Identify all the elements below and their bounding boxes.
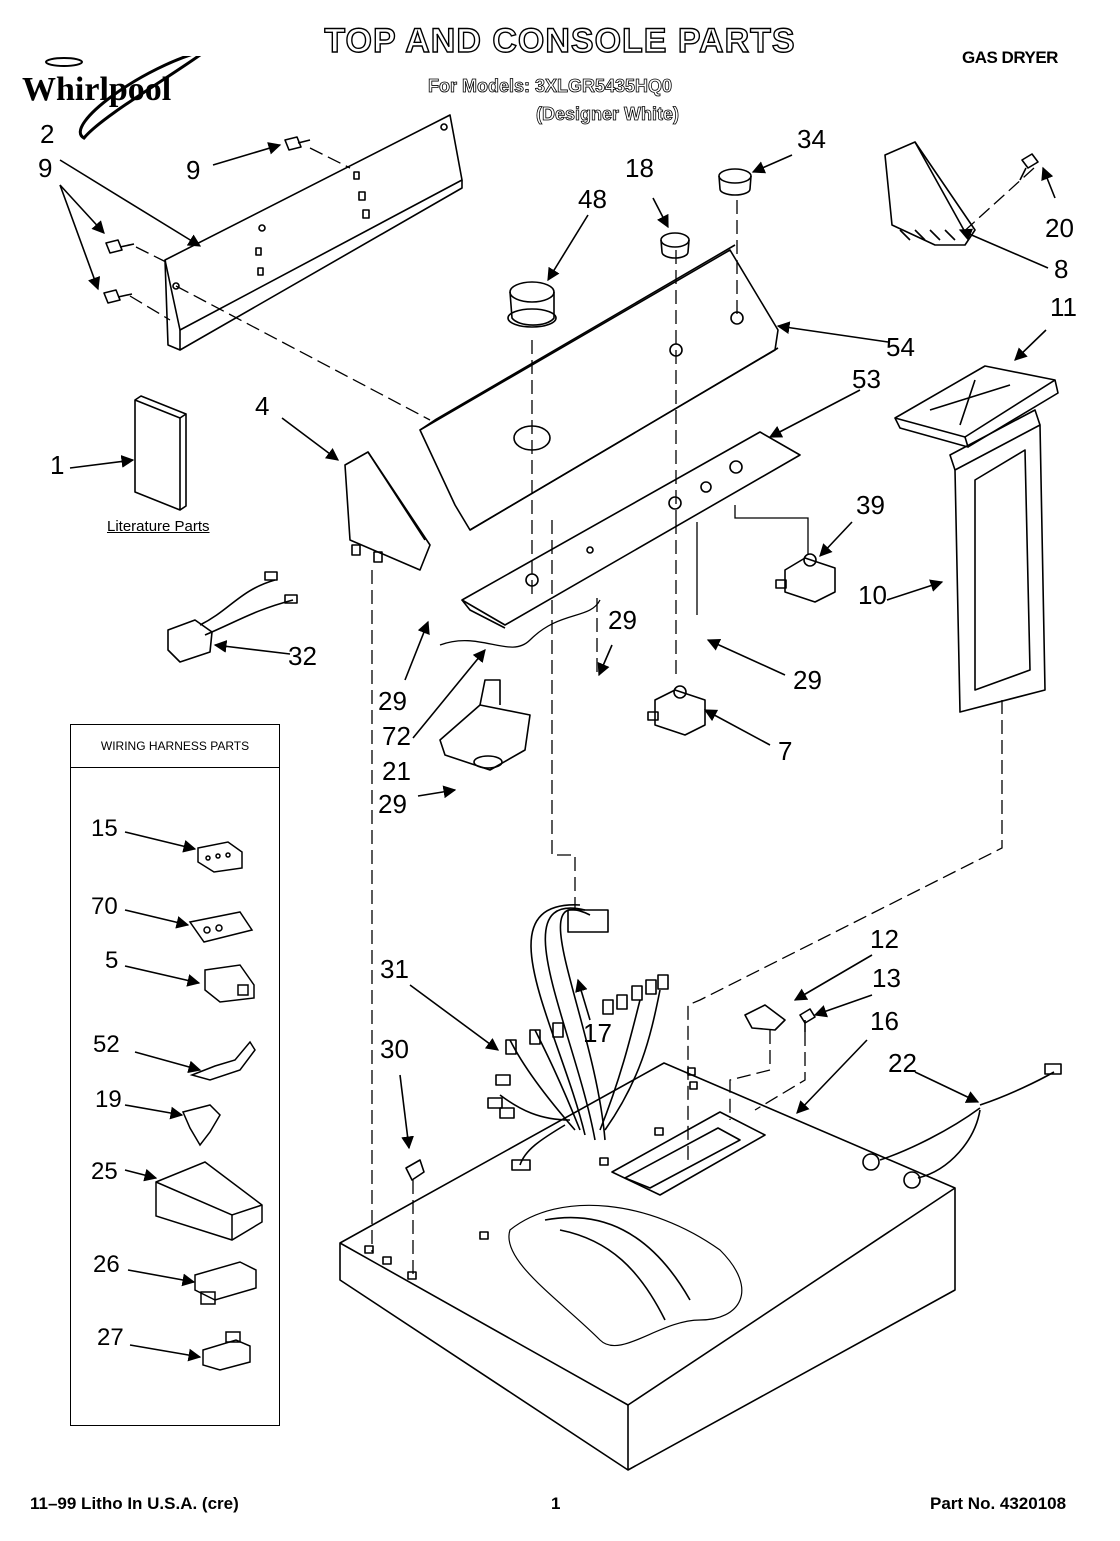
callout-32: 32 [288, 641, 317, 671]
page-number: 1 [551, 1494, 561, 1513]
lint-cover-11 [894, 365, 1059, 448]
callout-20: 20 [1045, 213, 1074, 243]
literature-parts-caption: Literature Parts [107, 518, 210, 535]
connector-5 [204, 964, 255, 1003]
callout-53: 53 [852, 364, 881, 394]
main-wire-harness [487, 904, 669, 1171]
clip-30 [405, 1159, 425, 1181]
callout-18: 18 [625, 153, 654, 183]
callout-34: 34 [797, 124, 826, 154]
callout-8: 8 [1054, 254, 1069, 284]
connector-25 [155, 1161, 263, 1241]
console-top [419, 244, 779, 531]
ground-wire-22 [862, 1063, 1062, 1189]
model-line: For Models: 3XLGR5435HQ0 [428, 76, 673, 97]
callout-29: 29 [378, 686, 407, 716]
callout-9: 9 [38, 153, 53, 183]
screw-20 [1019, 153, 1039, 181]
footer-print-info: 11–99 Litho In U.S.A. (cre) [30, 1494, 239, 1513]
callout-10: 10 [858, 580, 887, 610]
switch-39 [775, 553, 836, 603]
wiring-harness-title: WIRING HARNESS PARTS [71, 725, 279, 768]
callout-48: 48 [578, 184, 607, 214]
callout-5: 5 [105, 947, 119, 974]
knob-48 [507, 281, 557, 328]
callout-25: 25 [91, 1158, 118, 1185]
product-type: GAS DRYER [962, 48, 1058, 67]
callout-7: 7 [778, 736, 793, 766]
timer-21 [439, 679, 531, 771]
console-rail [461, 431, 801, 629]
callout-9: 9 [186, 155, 201, 185]
callout-54: 54 [886, 332, 915, 362]
literature-booklet [134, 395, 187, 511]
callout-52: 52 [93, 1031, 120, 1058]
callout-70: 70 [91, 893, 118, 920]
callout-19: 19 [95, 1086, 122, 1113]
callout-31: 31 [380, 954, 409, 984]
callout-11: 11 [1050, 292, 1077, 322]
connector-15 [197, 841, 243, 873]
knob-34 [718, 168, 752, 196]
rear-console-panel [164, 114, 463, 351]
callout-29: 29 [793, 665, 822, 695]
callout-22: 22 [888, 1048, 917, 1078]
screw-9-mid [105, 239, 135, 254]
callout-15: 15 [91, 815, 118, 842]
part-number: Part No. 4320108 [930, 1494, 1067, 1513]
switch-7 [647, 685, 706, 736]
callout-29: 29 [378, 789, 407, 819]
console-back-8 [884, 141, 976, 246]
callout-2: 2 [40, 119, 55, 149]
plug-32 [167, 571, 298, 663]
callout-4: 4 [255, 391, 270, 421]
callout-26: 26 [93, 1251, 120, 1278]
screw-13 [799, 1008, 816, 1032]
callout-27: 27 [97, 1324, 124, 1351]
dryer-top-panel [339, 1062, 956, 1471]
brand-wordmark: Whirlpool [22, 71, 171, 108]
callout-16: 16 [870, 1006, 899, 1036]
callout-12: 12 [870, 924, 899, 954]
terminal-52 [189, 1040, 256, 1081]
whirlpool-logo: Whirlpool [22, 48, 222, 146]
end-cap-4 [344, 451, 431, 571]
connector-27 [202, 1331, 251, 1371]
page-title: TOP AND CONSOLE PARTS [324, 21, 796, 60]
screw-9-low [103, 289, 133, 304]
callout-29: 29 [608, 605, 637, 635]
wiring-harness-parts-box: WIRING HARNESS PARTS 15 70 5 52 19 25 26… [70, 724, 280, 1426]
callout-72: 72 [382, 721, 411, 751]
callout-1: 1 [50, 450, 65, 480]
clip-12 [744, 1004, 786, 1031]
callout-39: 39 [856, 490, 885, 520]
variant-line: (Designer White) [536, 104, 680, 125]
clip-19 [181, 1104, 221, 1147]
callout-17: 17 [583, 1018, 612, 1048]
callout-30: 30 [380, 1034, 409, 1064]
knob-18 [660, 232, 690, 259]
connector-26 [194, 1261, 257, 1305]
screw-9-top [284, 136, 311, 151]
callout-21: 21 [382, 756, 411, 786]
lint-screen-10 [949, 409, 1046, 713]
callout-13: 13 [872, 963, 901, 993]
connector-70 [188, 911, 254, 943]
